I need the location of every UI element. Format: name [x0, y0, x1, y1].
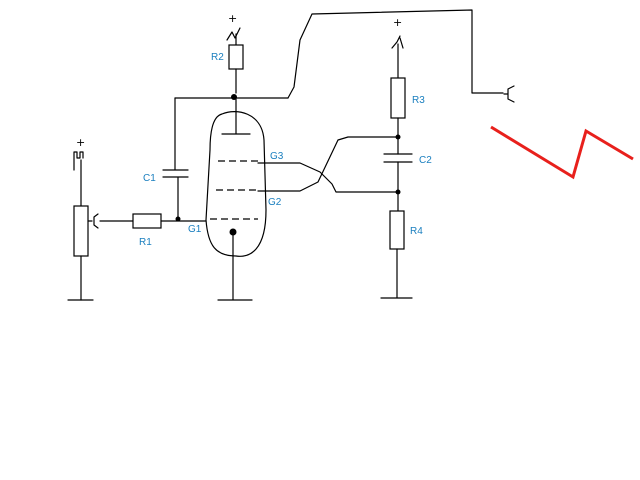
feedback-output-wire — [287, 9, 504, 99]
resistor-r3 — [390, 77, 406, 119]
g3-wire — [257, 162, 399, 193]
source-output-icon — [87, 213, 99, 229]
output-connector-icon — [503, 85, 515, 103]
junction-r3-c2 — [395, 134, 401, 140]
vacuum-tube — [205, 96, 267, 301]
r4-ground — [380, 248, 413, 299]
junction-c2-r4 — [395, 189, 401, 195]
resistor-r1 — [132, 213, 162, 229]
input-plus-symbol: + — [76, 136, 85, 149]
label-r3: R3 — [412, 95, 425, 106]
r2-supply-icon — [226, 27, 241, 41]
label-g3: G3 — [270, 151, 284, 162]
label-g2: G2 — [268, 197, 282, 208]
supply-pulse-icon — [73, 151, 84, 171]
input-source-box — [73, 205, 89, 257]
label-c2: C2 — [419, 155, 432, 166]
cathode-ground — [217, 231, 253, 301]
tube-envelope — [205, 111, 267, 257]
label-r4: R4 — [410, 226, 423, 237]
resistor-r2 — [228, 44, 244, 70]
sawtooth-waveform-icon — [490, 125, 634, 180]
label-c1: C1 — [143, 173, 156, 184]
label-r2: R2 — [211, 52, 224, 63]
r3-supply-icon — [391, 35, 404, 49]
resistor-r4 — [389, 210, 405, 250]
r2-plus-symbol: + — [228, 12, 237, 25]
capacitor-c1 — [162, 97, 189, 220]
label-g1: G1 — [188, 224, 202, 235]
label-r1: R1 — [139, 237, 152, 248]
tube-anode-plate — [221, 96, 251, 135]
r3-plus-symbol: + — [393, 16, 402, 29]
g2-wire — [257, 136, 399, 192]
input-source: + — [67, 136, 134, 301]
capacitor-c2 — [383, 153, 413, 163]
